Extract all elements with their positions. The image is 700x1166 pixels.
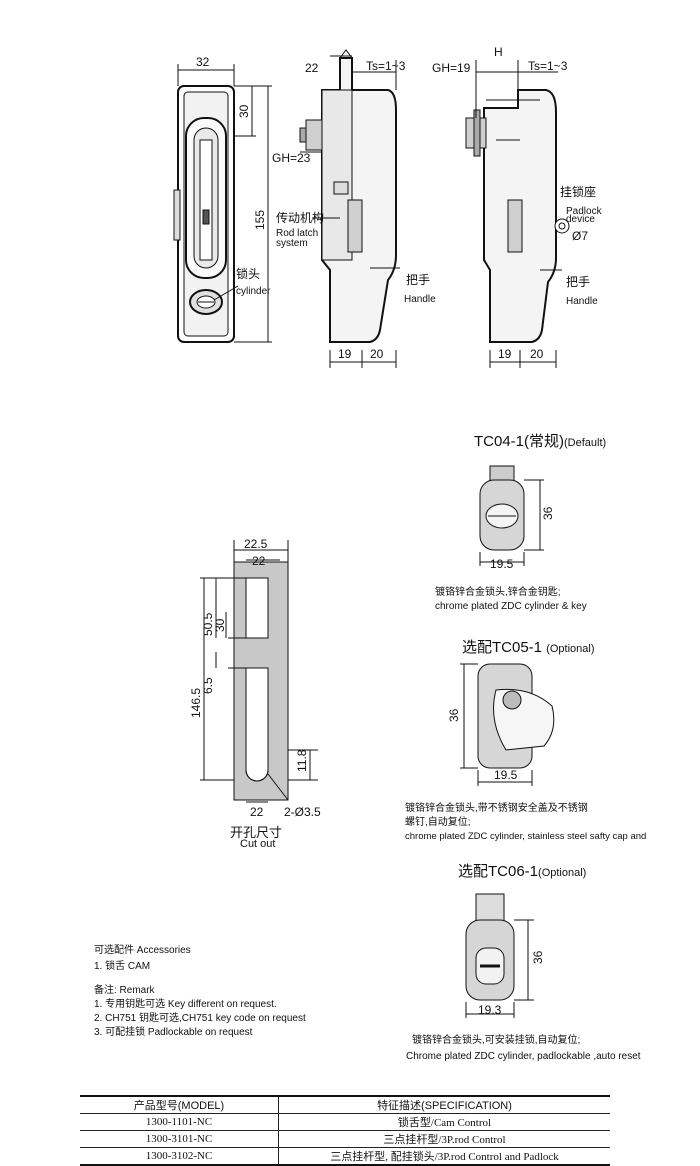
side-dim-20: 20 — [370, 347, 384, 361]
spec-cell-spec: 三点挂杆型/3P.rod Control — [278, 1130, 610, 1148]
side-view-padlock-drawing — [465, 89, 570, 343]
option-tc04-dim-w: 19.5 — [490, 557, 514, 571]
spec-cell-spec: 锁舌型/Cam Control — [278, 1113, 610, 1131]
side2-label-padlock-en-1: Padlock — [566, 206, 603, 217]
option-tc05-dim-w: 19.5 — [494, 768, 518, 782]
side2-dim-gh: GH=19 — [432, 61, 471, 75]
cutout-dim-22-bottom: 22 — [250, 805, 264, 819]
option-tc06-desc-en: Chrome plated ZDC cylinder, padlockable … — [406, 1051, 641, 1062]
cutout-dim-1465: 146.5 — [189, 688, 203, 718]
option-tc06-title: 选配TC06-1(Optional) — [458, 863, 587, 880]
cutout-drawing: 22.5 22 50.5 30 6.5 146.5 11.8 22 2-Ø3.5 — [189, 537, 321, 819]
cutout-dim-118: 11.8 — [295, 749, 309, 772]
side-dim-22: 22 — [305, 61, 319, 75]
option-tc06-dim-w: 19.3 — [478, 1003, 502, 1017]
front-label-cylinder-en: cylinder — [236, 286, 271, 297]
remark-item-2: 2. CH751 钥匙可选,CH751 key code on request — [94, 1013, 306, 1024]
side-label-handle-en: Handle — [404, 294, 436, 305]
option-tc05-title: 选配TC05-1 (Optional) — [462, 639, 595, 656]
option-tc05-dim-h: 36 — [447, 708, 461, 722]
front-dim-width: 32 — [196, 55, 210, 69]
side2-dim-ts: Ts=1~3 — [528, 59, 568, 73]
option-tc04-dim-h: 36 — [541, 506, 555, 520]
cutout-title-cn: 开孔尺寸 — [230, 825, 283, 840]
spec-cell-spec: 三点挂杆型, 配挂锁头/3P.rod Control and Padlock — [278, 1147, 610, 1166]
remark-item-1: 1. 专用钥匙可选 Key different on request. — [94, 999, 277, 1010]
option-tc05-desc-cn-2: 螺钉,自动复位; — [405, 817, 471, 828]
cutout-dim-65: 6.5 — [201, 677, 215, 694]
option-tc04-desc-cn: 镀铬锌合金锁头,锌合金钥匙; — [435, 587, 561, 598]
cutout-dim-hole: 2-Ø3.5 — [284, 805, 321, 819]
accessories-heading: 可选配件 Accessories — [94, 945, 191, 956]
cutout-dim-30: 30 — [213, 618, 227, 632]
option-tc05-desc-cn-1: 镀铬锌合金锁头,带不锈钢安全盖及不锈钢 — [405, 803, 588, 814]
cutout-dim-22-top: 22 — [252, 554, 266, 568]
remark-item-3: 3. 可配挂锁 Padlockable on request — [94, 1027, 253, 1038]
option-tc04-drawing: 36 — [479, 465, 555, 566]
table-row: 1300-3102-NC 三点挂杆型, 配挂锁头/3P.rod Control … — [80, 1147, 610, 1166]
spec-cell-model: 1300-1101-NC — [80, 1113, 279, 1131]
side2-dim-19: 19 — [498, 347, 512, 361]
side2-label-padlock-cn: 挂锁座 — [560, 184, 596, 199]
side-label-rod-en-1: Rod latch — [276, 228, 318, 239]
side-label-handle-cn: 把手 — [406, 273, 430, 287]
spec-cell-model: 1300-3101-NC — [80, 1130, 279, 1148]
option-tc05-drawing: 36 — [447, 663, 555, 786]
side-dim-19: 19 — [338, 347, 352, 361]
option-tc04-title: TC04-1(常规)(Default) — [474, 433, 607, 450]
side2-dim-h: H — [494, 45, 503, 59]
cutout-dim-225: 22.5 — [244, 537, 268, 551]
top-drawings: 32 30 155 锁头 cylinder 22 Ts=1~3 GH=23 传动… — [173, 45, 603, 368]
side2-label-handle-cn: 把手 — [566, 275, 590, 289]
side2-dim-20: 20 — [530, 347, 544, 361]
spec-table-header: 产品型号(MODEL) 特征描述(SPECIFICATION) — [80, 1095, 610, 1114]
side2-dim-hole: Ø7 — [572, 229, 588, 243]
cutout-dim-505: 50.5 — [201, 612, 215, 636]
spec-table: 产品型号(MODEL) 特征描述(SPECIFICATION) 1300-110… — [80, 1095, 610, 1166]
side-label-rod-cn: 传动机构 — [276, 210, 324, 225]
side2-label-padlock-en-2: device — [566, 214, 595, 225]
table-row: 1300-3101-NC 三点挂杆型/3P.rod Control — [80, 1130, 610, 1148]
accessories-item: 1. 锁舌 CAM — [94, 961, 151, 972]
option-tc06-desc-cn: 镀铬锌合金锁头,可安装挂锁,自动复位; — [412, 1035, 581, 1046]
option-tc04-desc-en: chrome plated ZDC cylinder & key — [435, 601, 587, 612]
remark-heading: 备注: Remark — [94, 985, 155, 996]
front-view-drawing — [173, 85, 235, 343]
front-dim-top: 30 — [237, 104, 251, 118]
option-tc06-drawing: 36 — [465, 893, 545, 1018]
cutout-title-en: Cut out — [240, 838, 276, 850]
side-dim-gh: GH=23 — [272, 151, 311, 165]
side-dim-ts: Ts=1~3 — [366, 59, 406, 73]
front-dim-height: 155 — [253, 210, 267, 230]
side-label-rod-en-2: system — [276, 238, 308, 249]
table-row: 1300-1101-NC 锁舌型/Cam Control — [80, 1113, 610, 1131]
side-view-drawing — [299, 49, 397, 343]
option-tc06-dim-h: 36 — [531, 950, 545, 964]
front-label-cylinder-cn: 锁头 — [236, 266, 260, 281]
spec-header-spec: 特征描述(SPECIFICATION) — [278, 1095, 610, 1114]
spec-cell-model: 1300-3102-NC — [80, 1147, 279, 1166]
spec-header-model: 产品型号(MODEL) — [80, 1095, 279, 1114]
side2-label-handle-en: Handle — [566, 296, 598, 307]
option-tc05-desc-en: chrome plated ZDC cylinder, stainless st… — [405, 831, 647, 842]
